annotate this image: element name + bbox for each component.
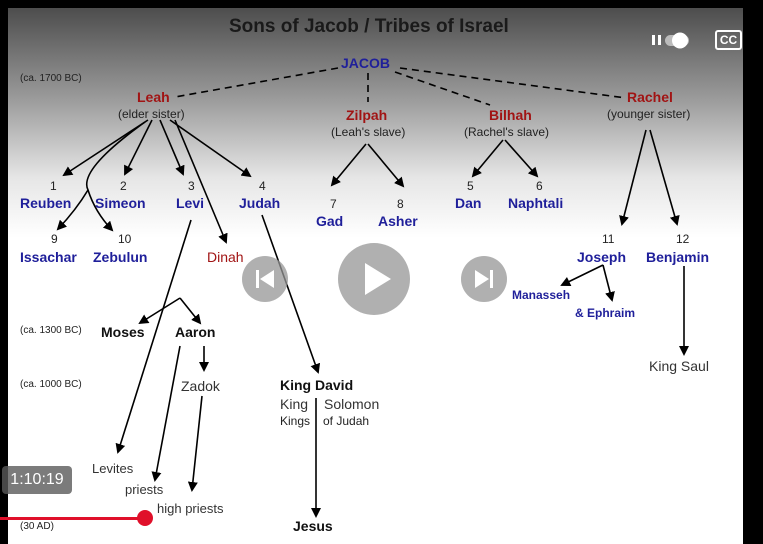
levi-levites-arrow xyxy=(115,219,192,454)
top-letterbox xyxy=(0,0,763,8)
dinah-label: Dinah xyxy=(207,249,244,265)
skip-next-icon xyxy=(475,270,493,288)
rachel-note: (younger sister) xyxy=(607,107,691,121)
aaron-priests-arrow xyxy=(151,345,181,482)
jacob-leah-line xyxy=(174,67,339,98)
zilpah-note: (Leah's slave) xyxy=(331,125,406,139)
jesus-label: Jesus xyxy=(293,518,333,534)
zadok-highpriests-arrow xyxy=(187,395,203,492)
leah-label: Leah xyxy=(137,89,170,105)
issachar-label: Issachar xyxy=(20,249,77,265)
date-30ad: (30 AD) xyxy=(20,521,54,532)
date-1700bc: (ca. 1700 BC) xyxy=(20,73,82,84)
levites-label: Levites xyxy=(92,461,134,476)
gad-number: 7 xyxy=(330,197,337,211)
rachel-joseph-arrow xyxy=(619,129,647,226)
naphtali-label: Naphtali xyxy=(508,195,564,211)
zadok-label: Zadok xyxy=(181,378,220,394)
levi-label: Levi xyxy=(176,195,205,211)
bilhah-naphtali-arrow xyxy=(504,139,539,178)
leah-zebulun-arrow xyxy=(87,189,114,232)
ephraim-label: & Ephraim xyxy=(575,306,636,320)
captions-button[interactable]: CC xyxy=(715,30,742,50)
date-1300bc: (ca. 1300 BC) xyxy=(20,325,82,336)
jacob-rachel-line xyxy=(399,67,627,99)
of-judah-label: of Judah xyxy=(323,414,370,428)
leah-levi-arrow xyxy=(159,119,185,176)
zebulun-label: Zebulun xyxy=(93,249,148,265)
priests-label: priests xyxy=(125,482,164,497)
bilhah-dan-arrow xyxy=(471,139,504,178)
aaron-label: Aaron xyxy=(175,324,216,340)
bilhah-label: Bilhah xyxy=(489,107,532,123)
asher-label: Asher xyxy=(378,213,418,229)
pause-toggle-icon xyxy=(652,32,689,49)
date-1000bc: (ca. 1000 BC) xyxy=(20,379,82,390)
levi-number: 3 xyxy=(188,179,195,193)
naphtali-number: 6 xyxy=(536,179,543,193)
jacob-label: JACOB xyxy=(341,55,391,71)
leah-issachar-arrow xyxy=(56,121,146,231)
kings-label: Kings xyxy=(280,414,311,428)
gad-label: Gad xyxy=(316,213,344,229)
benjamin-label: Benjamin xyxy=(646,249,710,265)
leah-note: (elder sister) xyxy=(118,107,185,121)
rachel-label: Rachel xyxy=(627,89,673,105)
slide-title: Sons of Jacob / Tribes of Israel xyxy=(229,16,509,37)
leah-simeon-arrow xyxy=(124,119,153,176)
joseph-ephraim-arrow xyxy=(602,264,615,302)
zilpah-gad-arrow xyxy=(330,143,367,187)
reuben-label: Reuben xyxy=(20,195,72,211)
play-button[interactable] xyxy=(338,243,410,315)
bilhah-note: (Rachel's slave) xyxy=(464,125,549,139)
zilpah-label: Zilpah xyxy=(346,107,388,123)
reuben-number: 1 xyxy=(50,179,57,193)
judah-label: Judah xyxy=(239,195,281,211)
benjamin-number: 12 xyxy=(676,232,690,246)
leah-judah-arrow xyxy=(169,119,252,178)
right-letterbox xyxy=(743,0,763,544)
progress-bar-played[interactable] xyxy=(0,517,145,520)
levi-aaron-arrow xyxy=(179,297,202,325)
leah-dinah-arrow xyxy=(174,119,228,244)
moses-label: Moses xyxy=(101,324,145,340)
king-label: King xyxy=(280,396,309,412)
joseph-number: 11 xyxy=(602,232,615,246)
king-saul-label: King Saul xyxy=(649,358,709,374)
manasseh-label: Manasseh xyxy=(512,288,571,302)
jacob-bilhah-line xyxy=(394,71,491,106)
play-icon xyxy=(365,263,391,295)
asher-number: 8 xyxy=(397,197,404,211)
joseph-manasseh-arrow xyxy=(560,264,604,286)
simeon-label: Simeon xyxy=(95,195,146,211)
judah-david-arrow xyxy=(261,214,321,374)
zilpah-asher-arrow xyxy=(367,143,405,188)
scrubber-handle[interactable] xyxy=(137,510,153,526)
previous-button[interactable] xyxy=(242,256,288,302)
next-button[interactable] xyxy=(461,256,507,302)
levi-moses-arrow xyxy=(138,297,181,325)
dan-number: 5 xyxy=(467,179,474,193)
rachel-benjamin-arrow xyxy=(649,129,680,226)
simeon-number: 2 xyxy=(120,179,127,193)
zebulun-number: 10 xyxy=(118,232,132,246)
judah-number: 4 xyxy=(259,179,266,193)
timestamp-badge: 1:10:19 xyxy=(2,466,72,494)
king-david-label: King David xyxy=(280,377,354,393)
skip-previous-icon xyxy=(256,270,274,288)
high-priests-label: high priests xyxy=(157,501,224,516)
autoplay-toggle[interactable] xyxy=(649,31,691,49)
joseph-label: Joseph xyxy=(577,249,627,265)
issachar-number: 9 xyxy=(51,232,58,246)
solomon-label: Solomon xyxy=(324,396,380,412)
dan-label: Dan xyxy=(455,195,482,211)
